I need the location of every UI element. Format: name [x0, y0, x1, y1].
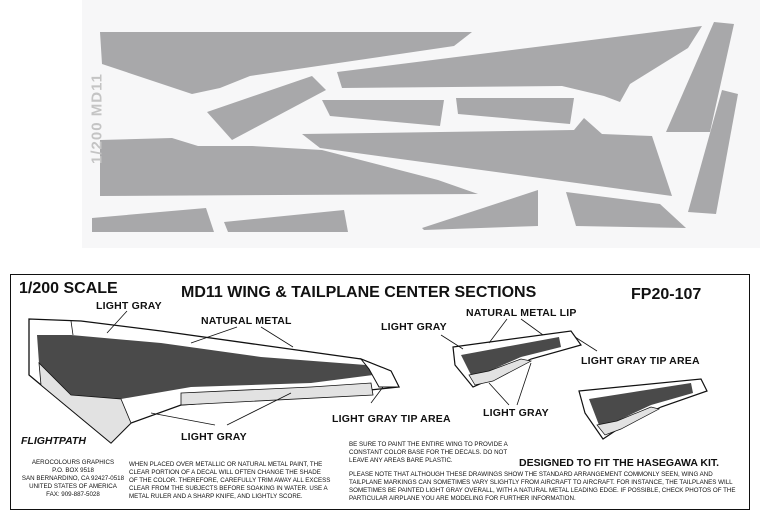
callout-light-gray-top: LIGHT GRAY: [96, 300, 162, 312]
arrangement-note: PLEASE NOTE THAT ALTHOUGH THESE DRAWINGS…: [349, 471, 736, 502]
decal-wing-lower-left: [100, 138, 478, 196]
address-line: P.O. BOX 9518: [52, 467, 94, 474]
callout-natural-metal-lip: NATURAL METAL LIP: [466, 307, 577, 319]
diagram-art: [28, 310, 708, 444]
decal-wing-lower-right: [302, 118, 672, 196]
decal-sliver-left: [207, 76, 326, 140]
address-block: AEROCOLOURS GRAPHICS P.O. BOX 9518 SAN B…: [21, 459, 125, 499]
tailplane-diagram-lower: [578, 378, 708, 440]
sheet-scale-label: 1/200 MD11: [88, 73, 106, 164]
decal-bottom-3: [422, 190, 538, 230]
decal-small-bar-1: [322, 100, 444, 126]
decal-small-bar-2: [456, 98, 574, 124]
callout-light-gray-bottom: LIGHT GRAY: [181, 431, 247, 443]
product-code: FP20-107: [631, 286, 702, 303]
kit-fit-note: DESIGNED TO FIT THE HASEGAWA KIT.: [519, 457, 720, 469]
address-line: AEROCOLOURS GRAPHICS: [31, 459, 115, 466]
tailplane-diagram-upper: [440, 318, 598, 406]
callout-light-gray-tail: LIGHT GRAY: [381, 321, 447, 333]
callout-light-gray-tip-area-wing: LIGHT GRAY TIP AREA: [332, 413, 451, 425]
callout-light-gray-tip-area-tail: LIGHT GRAY TIP AREA: [581, 355, 700, 367]
brand-name: FLIGHTPATH: [21, 435, 86, 447]
callout-natural-metal: NATURAL METAL: [201, 315, 292, 327]
scale-heading: 1/200 SCALE: [19, 280, 118, 297]
wing-diagram: [28, 310, 401, 444]
decal-sheet: 1/200 MD11: [82, 0, 760, 248]
callout-light-gray-tail-bottom: LIGHT GRAY: [483, 407, 549, 419]
decal-bottom-4: [566, 192, 686, 228]
address-line: SAN BERNARDINO, CA 92427-0518: [21, 475, 125, 482]
decal-wing-upper-right: [337, 26, 702, 102]
decal-strip-right-1: [666, 22, 734, 132]
card-title: MD11 WING & TAILPLANE CENTER SECTIONS: [181, 284, 537, 301]
address-line: FAX: 909-887-5028: [46, 491, 100, 498]
address-line: UNITED STATES OF AMERICA: [29, 483, 117, 490]
decal-strip-right-2: [688, 90, 738, 214]
instruction-card: 1/200 SCALE MD11 WING & TAILPLANE CENTER…: [10, 274, 750, 510]
decal-bottom-1: [92, 208, 214, 232]
decal-wing-upper-left: [100, 32, 472, 94]
metal-paint-note: WHEN PLACED OVER METALLIC OR NATURAL MET…: [129, 461, 331, 500]
decal-shapes: [92, 22, 738, 232]
decal-bottom-2: [224, 210, 348, 232]
paint-base-note: BE SURE TO PAINT THE ENTIRE WING TO PROV…: [349, 441, 508, 464]
